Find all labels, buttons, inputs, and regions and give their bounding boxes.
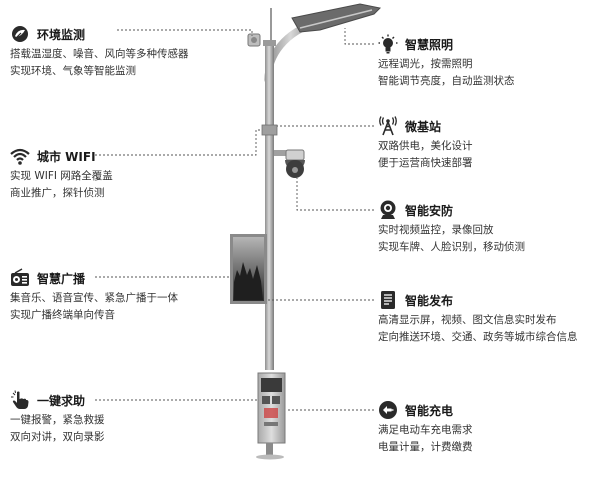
feature-title: 智能安防 <box>405 203 454 218</box>
feature-smart-publishing: 智能发布 高清显示屏，视频、图文信息实时发布 定向推送环境、交通、政务等城市综合… <box>378 290 578 346</box>
charging-cabinet <box>257 372 286 444</box>
wifi-icon <box>10 146 30 166</box>
feature-smart-broadcast: 智慧广播 集音乐、语音宣传、紧急广播于一体 实现广播终端单向传音 <box>10 268 178 324</box>
feature-city-wifi: 城市 WIFI 实现 WIFI 网路全覆盖 商业推广，探针侦测 <box>10 146 113 202</box>
document-icon <box>378 290 398 310</box>
feature-title: 智能发布 <box>405 293 454 308</box>
feature-desc-line-2: 实现广播终端单向传音 <box>10 309 115 321</box>
led-display-screen <box>230 234 267 304</box>
main-pole <box>265 40 274 370</box>
light-bulb-icon <box>378 34 398 54</box>
base-station-clamp <box>261 124 278 136</box>
feature-desc-line-1: 实时视频监控，录像回放 <box>378 224 494 236</box>
feature-desc-line-1: 集音乐、语音宣传、紧急广播于一体 <box>10 292 178 304</box>
leader-security <box>296 178 374 211</box>
radio-icon <box>10 268 30 288</box>
feature-desc-line-2: 实现环境、气象等智能监测 <box>10 65 136 77</box>
feature-title: 智能充电 <box>405 403 454 418</box>
leader-lighting <box>344 28 374 45</box>
feature-title: 一键求助 <box>37 393 86 408</box>
feature-title: 智慧广播 <box>37 271 86 286</box>
feature-smart-lighting: 智慧照明 远程调光，按需照明 智能调节亮度，自动监测状态 <box>378 34 515 90</box>
feature-desc-line-2: 便于运营商快速部署 <box>378 157 473 169</box>
feature-title: 城市 WIFI <box>37 149 96 164</box>
feature-environment-monitoring: 环境监测 搭载温湿度、噪音、风向等多种传感器 实现环境、气象等智能监测 <box>10 24 189 80</box>
feature-title: 微基站 <box>405 119 442 134</box>
lamp-head <box>291 3 382 33</box>
feature-desc-line-1: 搭载温湿度、噪音、风向等多种传感器 <box>10 48 189 60</box>
leader-environment <box>117 29 253 36</box>
leader-wifi <box>95 129 262 156</box>
feature-desc-line-1: 高清显示屏，视频、图文信息实时发布 <box>378 314 557 326</box>
charging-plug-icon <box>378 400 398 420</box>
feature-one-key-help: 一键求助 一键报警，紧急救援 双向对讲，双向录影 <box>10 390 105 446</box>
feature-smart-security: 智能安防 实时视频监控，录像回放 实现车牌、人脸识别，移动侦测 <box>378 200 525 256</box>
feature-desc-line-1: 远程调光，按需照明 <box>378 58 473 70</box>
feature-title: 环境监测 <box>37 27 86 42</box>
feature-desc-line-1: 双路供电，美化设计 <box>378 140 473 152</box>
feature-desc-line-1: 一键报警，紧急救援 <box>10 414 105 426</box>
antenna-tower-icon <box>378 116 398 136</box>
feature-micro-base-station: 微基站 双路供电，美化设计 便于运营商快速部署 <box>378 116 473 172</box>
feature-desc-line-2: 电量计量，计费缴费 <box>378 441 473 453</box>
feature-desc-line-2: 智能调节亮度，自动监测状态 <box>378 75 515 87</box>
feature-desc-line-2: 商业推广，探针侦测 <box>10 187 105 199</box>
feature-desc-line-2: 实现车牌、人脸识别，移动侦测 <box>378 241 525 253</box>
environment-sensor-icon <box>10 24 30 44</box>
dome-camera <box>274 149 305 178</box>
feature-desc-line-2: 双向对讲，双向录影 <box>10 431 105 443</box>
feature-title: 智慧照明 <box>405 37 454 52</box>
environment-sensor <box>247 33 261 47</box>
feature-desc-line-2: 定向推送环境、交通、政务等城市综合信息 <box>378 331 578 343</box>
hand-pointer-icon <box>10 390 30 410</box>
leader-lines <box>95 28 374 411</box>
feature-desc-line-1: 实现 WIFI 网路全覆盖 <box>10 170 113 182</box>
feature-smart-charging: 智能充电 满足电动车充电需求 电量计量，计费缴费 <box>378 400 473 456</box>
feature-desc-line-1: 满足电动车充电需求 <box>378 424 473 436</box>
camera-icon <box>378 200 398 220</box>
